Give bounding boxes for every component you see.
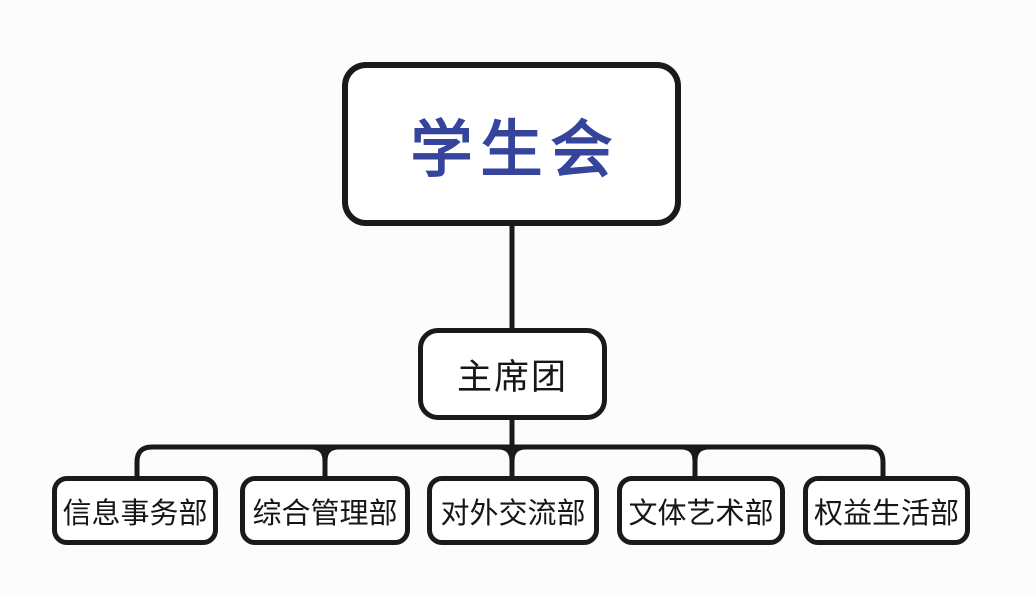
org-node-dept-general-management: 综合管理部 [240,476,410,545]
org-node-student-union: 学生会 [342,62,681,226]
org-node-presidium: 主席团 [418,328,607,420]
presidium-label: 主席团 [456,357,568,397]
dept-label: 对外交流部 [440,497,586,530]
student-union-label: 学生会 [410,116,621,185]
org-node-dept-culture-sports-arts: 文体艺术部 [617,476,785,545]
org-node-dept-rights-life: 权益生活部 [803,476,970,545]
org-node-dept-external-exchange: 对外交流部 [427,476,599,545]
dept-label: 文体艺术部 [628,497,774,530]
org-node-dept-information-affairs: 信息事务部 [52,476,218,545]
dept-label: 权益生活部 [813,497,959,530]
dept-label: 信息事务部 [62,497,208,530]
dept-label: 综合管理部 [252,497,398,530]
